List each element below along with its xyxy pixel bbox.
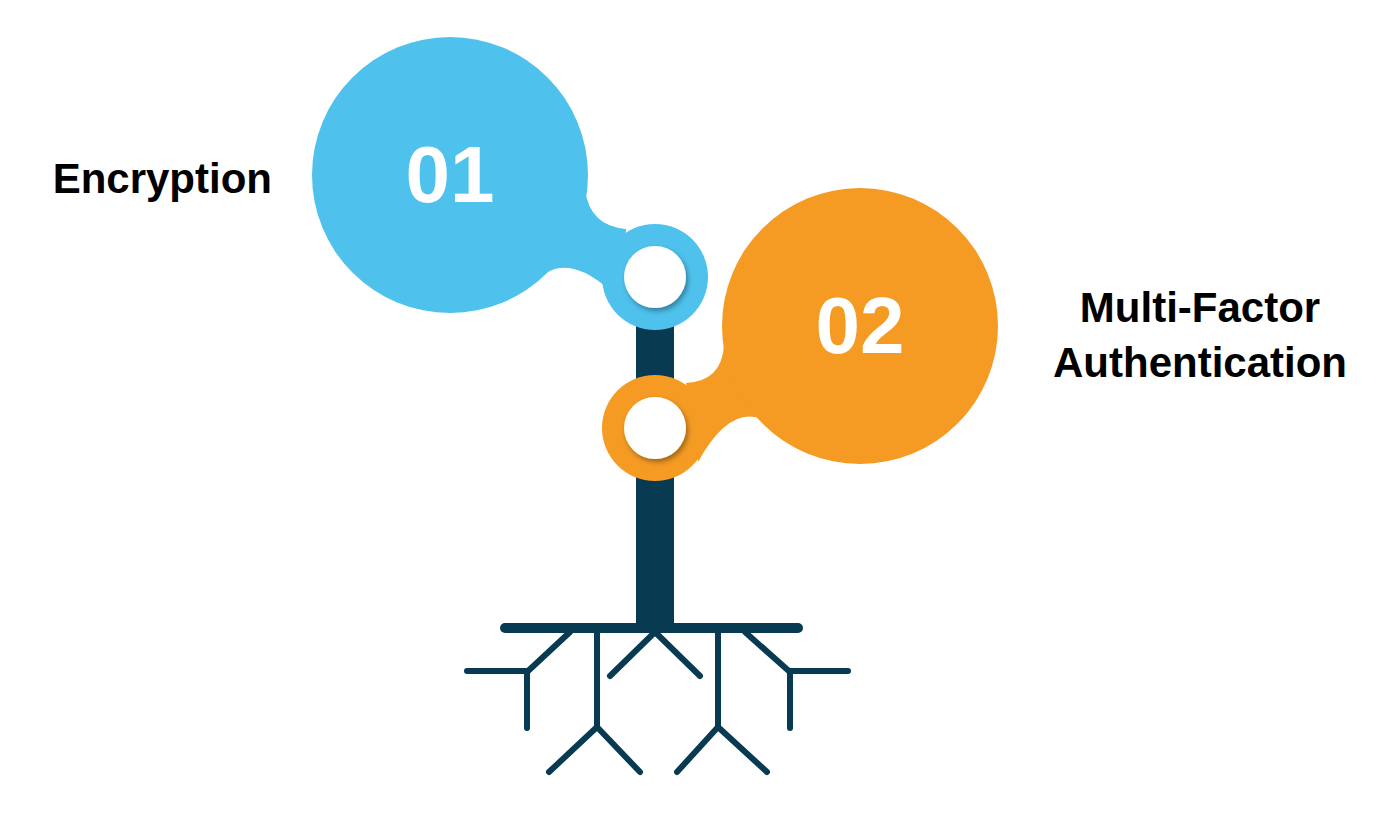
roots [467, 628, 848, 772]
bubble-node: 02Multi-Factor Authentication [722, 188, 998, 464]
joint-dot [624, 397, 686, 459]
step-heading: Encryption [53, 151, 272, 206]
joint-ring [602, 224, 708, 330]
bubble-fill [722, 188, 998, 464]
bubble-node: Encryption01 [312, 37, 588, 313]
joint-dot [624, 246, 686, 308]
callout-number: 02 [816, 286, 905, 366]
callout-number: 01 [406, 135, 495, 215]
joint-ring [602, 375, 708, 481]
bubble-fill [312, 37, 588, 313]
step-heading: Multi-Factor Authentication [1020, 280, 1380, 390]
